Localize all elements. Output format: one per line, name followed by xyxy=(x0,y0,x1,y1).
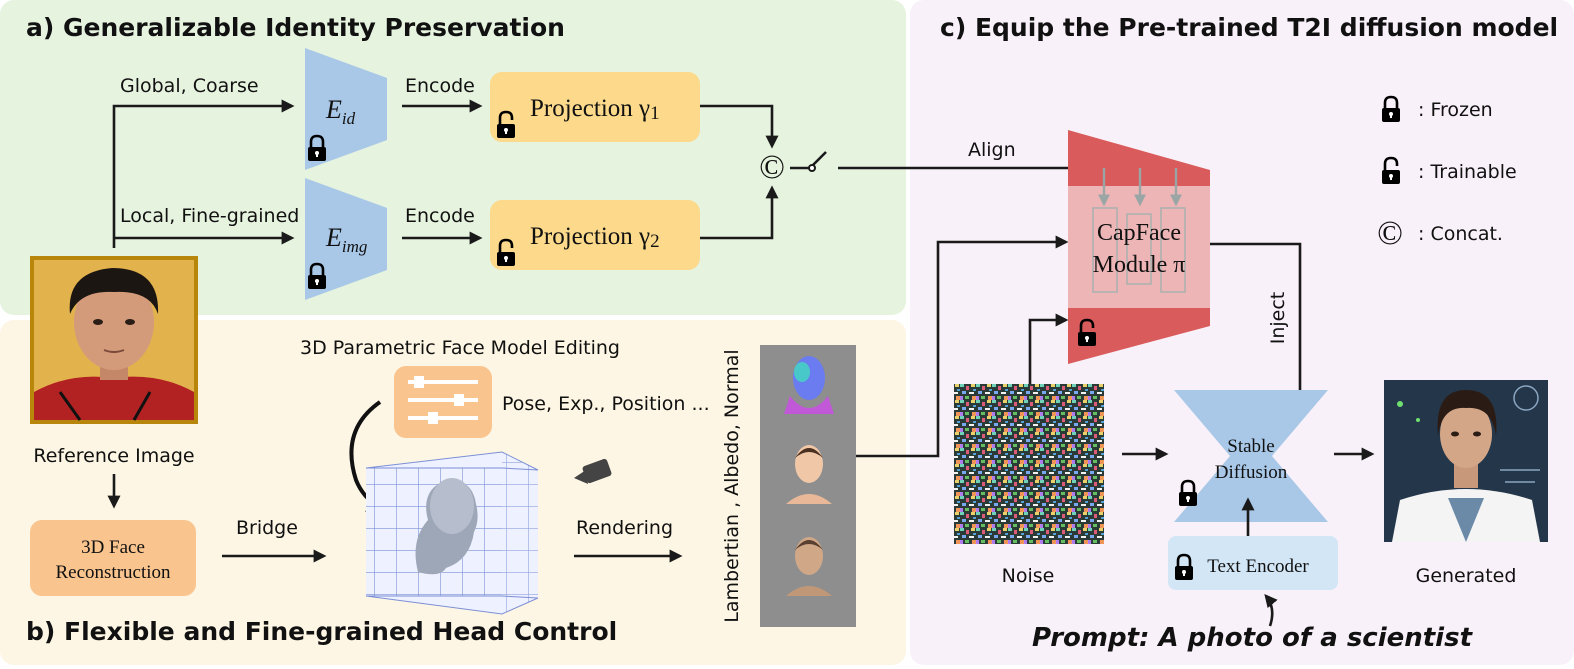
capface-slot xyxy=(1126,213,1152,285)
capface-slot xyxy=(1092,207,1118,293)
recon-label-1: 3D Face xyxy=(81,537,145,558)
encoder-id xyxy=(305,48,387,170)
slider-panel-icon xyxy=(394,366,492,438)
camera-icon xyxy=(574,458,612,484)
text-encoder-label: Text Encoder xyxy=(1207,556,1309,577)
stable-diffusion-block xyxy=(1174,390,1328,522)
text-encoder-box xyxy=(1168,536,1338,590)
proj2-to-concat-arrow xyxy=(700,185,779,240)
sd-label-2: Diffusion xyxy=(1215,462,1288,483)
editing-title: 3D Parametric Face Model Editing xyxy=(300,337,620,359)
branch-global-arrow xyxy=(112,99,295,248)
noise-image xyxy=(954,384,1104,544)
encode-label-1: Encode xyxy=(405,75,475,97)
local-fine-grained-label: Local, Fine-grained xyxy=(120,205,299,227)
encoder-id-label: Eid xyxy=(325,95,356,128)
recon-box xyxy=(30,520,196,596)
align-label: Align xyxy=(968,139,1016,161)
legend-trainable-label: : Trainable xyxy=(1418,161,1517,183)
reference-image xyxy=(30,256,198,424)
render-types-label: Lambertian , Albedo, Normal xyxy=(721,349,743,622)
legend-concat-label: : Concat. xyxy=(1418,223,1503,245)
recon-label-2: Reconstruction xyxy=(55,562,171,583)
reference-image-label: Reference Image xyxy=(33,445,194,467)
render-strip xyxy=(760,345,856,627)
global-coarse-label: Global, Coarse xyxy=(120,75,259,97)
projection-2-label: Projection γ2 xyxy=(530,223,660,252)
bridge-label: Bridge xyxy=(236,517,298,539)
panel-c-title: c) Equip the Pre-trained T2I diffusion m… xyxy=(940,13,1558,42)
capface-label-2: Module π xyxy=(1093,252,1186,278)
panel-b-title: b) Flexible and Fine-grained Head Contro… xyxy=(26,617,617,646)
legend-frozen-label: : Frozen xyxy=(1418,99,1493,121)
panel-a-title: a) Generalizable Identity Preservation xyxy=(26,13,565,42)
noise-to-capface-arrow xyxy=(1028,313,1069,384)
legend-concat-icon: © xyxy=(1377,215,1403,252)
render-to-capface-arrow xyxy=(856,235,1069,458)
rendering-label: Rendering xyxy=(576,517,673,539)
prompt-to-text-encoder-arrow xyxy=(1264,594,1278,627)
proj1-to-concat-arrow xyxy=(700,104,779,149)
encode-label-2: Encode xyxy=(405,205,475,227)
sd-label-1: Stable xyxy=(1227,436,1275,457)
projection-1-box xyxy=(490,72,700,142)
concat-icon: © xyxy=(759,149,785,186)
capface-inner-highlight xyxy=(1068,186,1210,308)
capface-label-1: CapFace xyxy=(1097,220,1181,246)
prompt-text: Prompt: A photo of a scientist xyxy=(1032,623,1474,653)
projection-2-box xyxy=(490,200,700,270)
generated-image xyxy=(1384,380,1548,542)
encoder-img xyxy=(305,178,387,300)
inject-label: Inject xyxy=(1267,292,1289,345)
noise-label: Noise xyxy=(1002,565,1055,587)
parametric-head-cube xyxy=(365,451,539,615)
projection-1-label: Projection γ1 xyxy=(530,95,660,124)
editing-params-label: Pose, Exp., Position ... xyxy=(502,393,710,415)
encoder-img-label: Eimg xyxy=(325,223,367,256)
generated-label: Generated xyxy=(1416,565,1517,587)
inject-arrow xyxy=(1210,242,1307,409)
capface-slot xyxy=(1160,207,1186,293)
switch-pivot xyxy=(808,164,816,172)
